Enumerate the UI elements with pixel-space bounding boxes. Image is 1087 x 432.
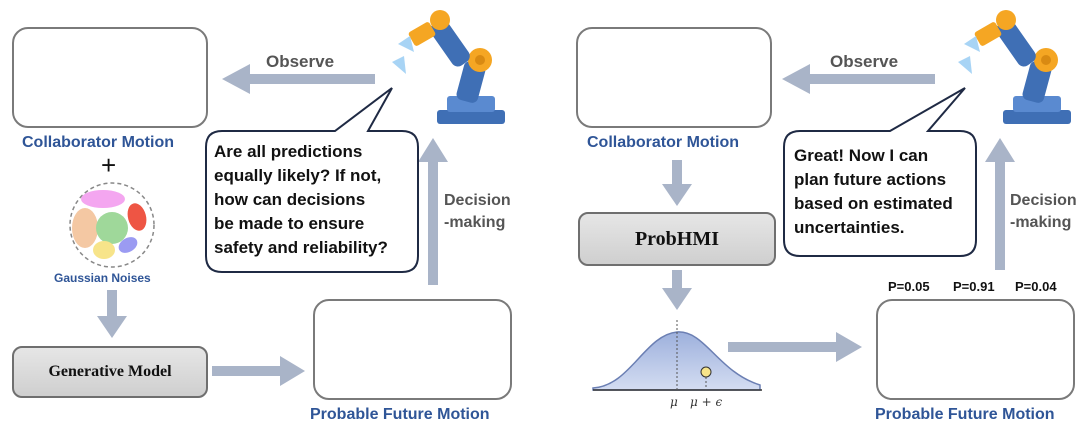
probhmi-box: ProbHMI — [578, 212, 776, 266]
collaborator-motion-box-left — [12, 27, 208, 128]
decision-label-left: Decision -making — [444, 192, 511, 231]
future-label-right: Probable Future Motion — [875, 406, 1055, 423]
observe-label-left: Observe — [266, 52, 335, 71]
mu-eps-label: μ + ϵ — [690, 395, 723, 409]
gaussian-noise-label: Gaussian Noises — [54, 271, 151, 285]
arrow-to-probhmi — [662, 160, 692, 206]
future-motion-box-left — [313, 299, 512, 400]
arrow-to-distribution — [662, 270, 692, 310]
distribution-curve-icon — [592, 320, 762, 391]
mu-label: μ — [670, 395, 678, 409]
collaborator-motion-box-right — [576, 27, 772, 128]
observe-label-right: Observe — [830, 52, 899, 71]
observe-arrow-right — [782, 64, 935, 94]
future-motion-box-right — [876, 299, 1075, 400]
arrow-to-future-right — [728, 332, 862, 362]
generative-model-box: Generative Model — [12, 346, 208, 398]
question-bubble-text: Are all predictions equally likely? If n… — [214, 142, 388, 257]
decision-label-right: Decision -making — [1010, 192, 1077, 231]
future-label-left: Probable Future Motion — [310, 406, 490, 423]
probability-label-1: P=0.05 — [888, 279, 930, 294]
decision-arrow-left — [418, 138, 448, 285]
probability-label-3: P=0.04 — [1015, 279, 1057, 294]
speech-bubble-left — [205, 87, 419, 273]
gaussian-noise-icon — [69, 182, 155, 268]
observe-arrow-left — [222, 64, 375, 94]
speech-bubble-right — [783, 87, 977, 257]
arrow-to-future-left — [212, 356, 305, 386]
plus-sign: + — [101, 150, 117, 180]
decision-arrow-right — [985, 138, 1015, 270]
answer-bubble-text: Great! Now I can plan future actions bas… — [794, 146, 953, 237]
robot-arm-icon-right — [958, 10, 1071, 124]
probability-label-2: P=0.91 — [953, 279, 995, 294]
robot-arm-icon — [392, 10, 505, 124]
arrow-to-generative-model — [97, 290, 127, 338]
collaborator-label-right: Collaborator Motion — [587, 134, 739, 151]
collaborator-label-left: Collaborator Motion — [22, 134, 174, 151]
